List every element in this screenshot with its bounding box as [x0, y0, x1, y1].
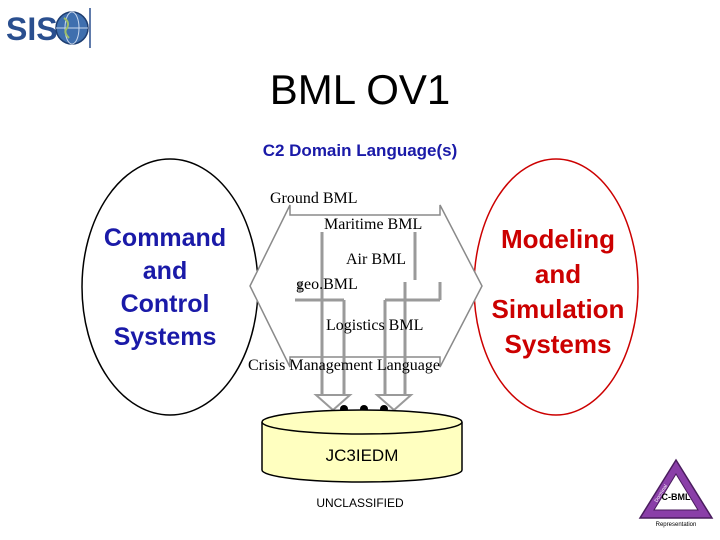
- siso-logo: SISO: [6, 8, 91, 48]
- cbml-logo-bottom-text: Representation: [656, 522, 697, 528]
- cbml-logo-center-text: C-BML: [662, 492, 691, 502]
- horizontal-bracket: [295, 282, 442, 302]
- globe-icon: [55, 11, 89, 45]
- c2-systems-line: Control: [120, 290, 210, 318]
- air-bml-label: Air BML: [346, 251, 406, 268]
- logistics-bml-label: Logistics BML: [326, 317, 424, 334]
- geo-bml-label: geo.BML: [296, 276, 358, 293]
- cbml-logo: C-BML Doctrinal Protocol Representation: [638, 458, 714, 528]
- maritime-bml-label: Maritime BML: [324, 216, 423, 233]
- c2-systems-label: Command and Control Systems: [80, 222, 250, 354]
- ms-systems-line: and: [534, 259, 582, 289]
- jc3iedm-database: [261, 409, 463, 483]
- ms-systems-label: Modeling and Simulation Systems: [478, 222, 638, 362]
- crisis-management-language-label: Crisis Management Language: [248, 357, 440, 374]
- c2-domain-language-label: C2 Domain Language(s): [262, 141, 458, 160]
- jc3iedm-label: JC3IEDM: [325, 446, 399, 465]
- ms-systems-line: Systems: [504, 329, 612, 359]
- ms-systems-line: Modeling: [500, 224, 616, 254]
- ground-bml-label: Ground BML: [270, 190, 358, 207]
- c2-systems-line: and: [142, 257, 188, 285]
- ms-systems-line: Simulation: [491, 294, 625, 324]
- slide-title: BML OV1: [269, 66, 451, 113]
- c2-systems-line: Systems: [113, 323, 217, 351]
- classification-marking: UNCLASSIFIED: [316, 496, 404, 510]
- c2-systems-line: Command: [103, 224, 227, 252]
- vertical-connector-left: [313, 232, 353, 412]
- double-arrow-shape: [249, 204, 483, 368]
